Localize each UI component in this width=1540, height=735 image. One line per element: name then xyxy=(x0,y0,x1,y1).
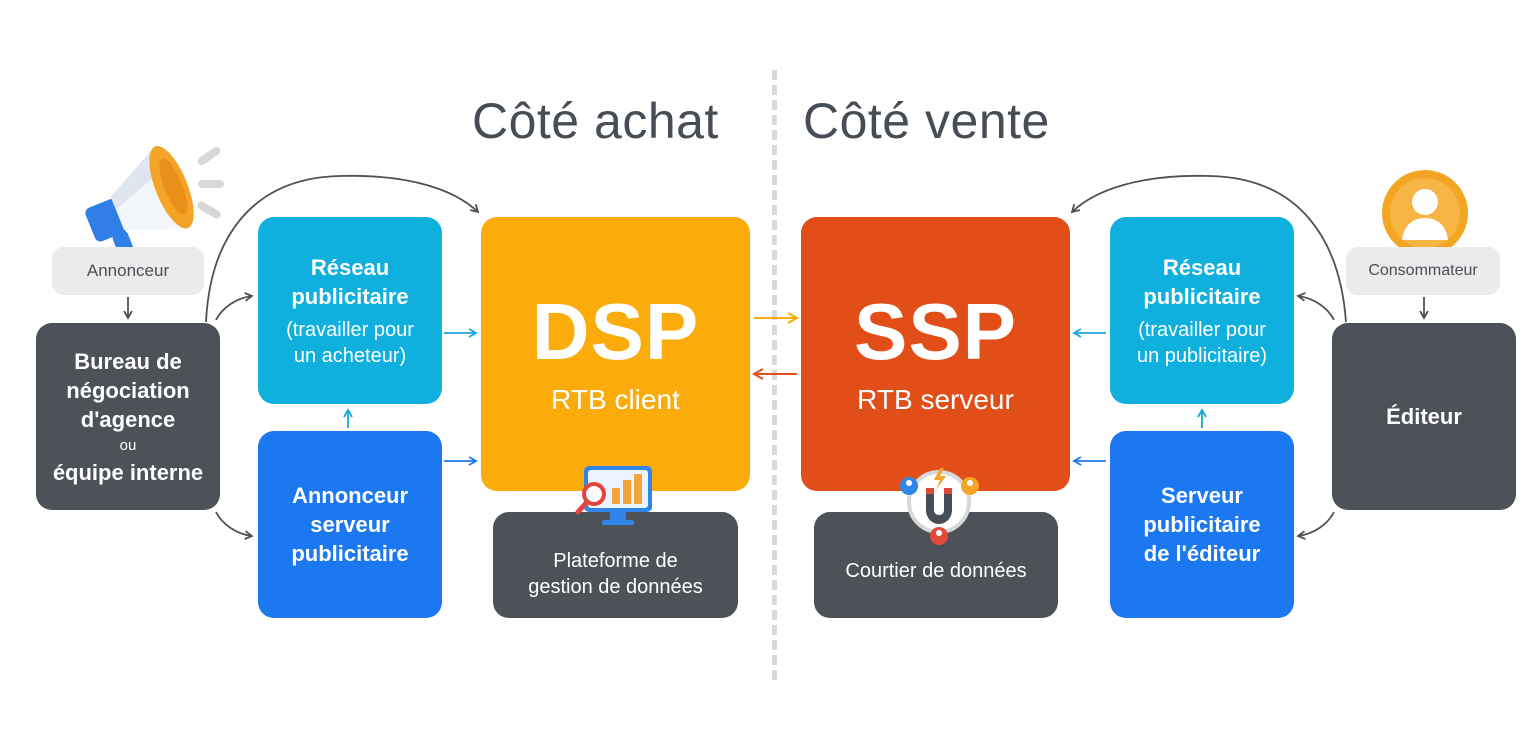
ssp-title: SSP xyxy=(853,287,1018,376)
pubserver-line2: publicitaire xyxy=(1143,512,1261,537)
buy-network-title1: Réseau xyxy=(310,254,390,280)
data-broker-box: Courtier de données xyxy=(814,512,1058,618)
buy-network-title2: publicitaire xyxy=(291,283,409,309)
arrow-publisher-to-pubserver xyxy=(1296,511,1335,540)
agency-line4: équipe interne xyxy=(52,459,204,485)
side-divider xyxy=(772,70,777,680)
dsp-title: DSP xyxy=(531,287,700,376)
buy-network-sub2: un acheteur) xyxy=(293,344,407,367)
sell-network-sub2: un publicitaire) xyxy=(1136,344,1268,367)
agency-line2: négociation xyxy=(66,377,190,403)
sell-network-title2: publicitaire xyxy=(1143,283,1261,309)
dmp-line1: Plateforme de xyxy=(553,550,678,572)
megaphone-icon xyxy=(85,146,224,250)
dsp-subtitle: RTB client xyxy=(551,384,680,415)
dmp-box: Plateforme de gestion de données xyxy=(493,512,738,618)
monitor-chart-icon xyxy=(575,466,652,525)
buy-network-sub1: (travailler pour xyxy=(286,318,414,341)
data-broker-label: Courtier de données xyxy=(845,560,1027,582)
arrow-publisher-to-network xyxy=(1296,292,1335,321)
sell-network-sub1: (travailler pour xyxy=(1138,318,1266,341)
pubserver-line3: de l'éditeur xyxy=(1143,541,1261,566)
buy-side-heading: Côté achat xyxy=(472,93,719,149)
sell-network-title1: Réseau xyxy=(1162,254,1242,280)
advertiser-ad-server-box: Annonceur serveur publicitaire xyxy=(258,431,442,618)
dmp-line2: gestion de données xyxy=(528,576,703,598)
publisher-label: Éditeur xyxy=(1386,404,1462,429)
adserver-line1: Annonceur xyxy=(291,483,409,508)
ssp-box: SSP RTB serveur xyxy=(801,217,1070,491)
user-avatar-icon xyxy=(1382,170,1468,256)
ssp-subtitle: RTB serveur xyxy=(857,384,1014,415)
publisher-box: Éditeur xyxy=(1332,323,1516,510)
agency-line3: d'agence xyxy=(80,406,176,432)
pubserver-line1: Serveur xyxy=(1161,483,1243,508)
magnet-users-icon xyxy=(900,468,979,545)
arrow-agency-to-adserver xyxy=(215,511,254,540)
adserver-line2: serveur xyxy=(310,512,390,537)
dsp-box: DSP RTB client xyxy=(481,217,750,491)
consumer-label: Consommateur xyxy=(1346,247,1500,295)
agency-box: Bureau de négociation d'agence ou équipe… xyxy=(36,323,220,510)
agency-line1: Bureau de xyxy=(74,348,182,374)
agency-or: ou xyxy=(119,436,137,454)
adserver-line3: publicitaire xyxy=(291,541,409,566)
advertiser-label: Annonceur xyxy=(52,247,204,295)
sell-ad-network-box: Réseau publicitaire (travailler pour un … xyxy=(1110,217,1294,404)
publisher-ad-server-box: Serveur publicitaire de l'éditeur xyxy=(1110,431,1294,618)
sell-side-heading: Côté vente xyxy=(803,93,1050,149)
arrow-agency-to-network xyxy=(215,292,254,321)
buy-ad-network-box: Réseau publicitaire (travailler pour un … xyxy=(258,217,442,404)
